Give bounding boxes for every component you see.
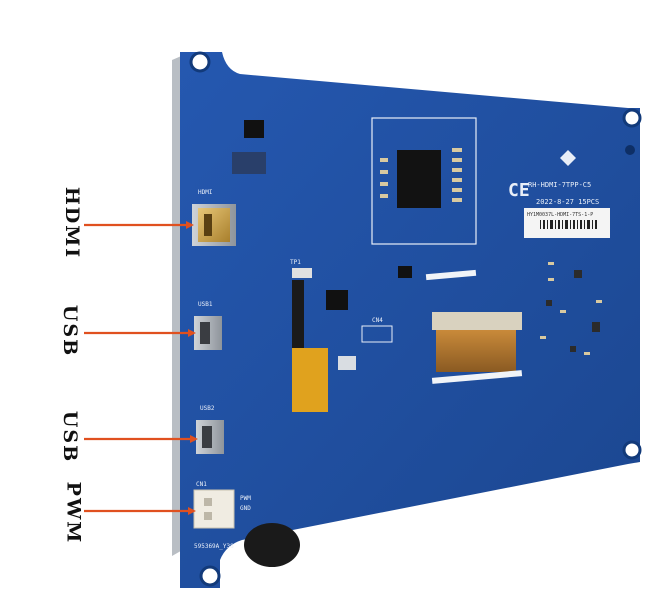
usb1-silk-label: USB1 [198, 301, 213, 308]
usb1-label: USB [59, 304, 82, 358]
right-smd-pads [540, 262, 602, 355]
usb2-silk-label: USB2 [200, 405, 215, 412]
silk-bar-bottom [431, 370, 523, 384]
ce-mark: CE [508, 180, 530, 201]
date-code: 2022-8-27 15PCS [536, 198, 599, 206]
fpc-connector [432, 312, 522, 330]
right-smd-cluster [546, 270, 600, 352]
smd-column-left [380, 158, 388, 198]
board-code: RH-HDMI-7TPP-C5 [528, 181, 591, 189]
cn1-label: CN1 [196, 481, 207, 488]
barcode-bars [540, 220, 597, 229]
callout-arrows [84, 221, 198, 515]
tp1-pad [292, 268, 312, 278]
silk-bar-top [425, 269, 477, 281]
pwm-connector [193, 489, 235, 529]
pwm-label: PWM [62, 481, 85, 545]
pcb-board [180, 52, 640, 588]
hdmi-label: HDMI [61, 186, 84, 260]
hdmi-port-gold [198, 208, 230, 242]
usb2-port-slot [202, 426, 212, 448]
logo-mark [560, 150, 576, 166]
ribbon-cable [292, 280, 304, 350]
hdmi-silk-label: HDMI [198, 189, 213, 196]
barcode-text: HY1M0037L-HDMI-7TS-1-P [527, 212, 593, 218]
main-controller-ic [397, 150, 441, 208]
battery-cell [244, 523, 300, 567]
regulator-ic [326, 290, 348, 310]
mount-hole-top-right [622, 108, 642, 128]
mount-hole-mid-right [625, 145, 635, 155]
usb1-port-slot [200, 322, 210, 344]
usb2-label: USB [59, 410, 82, 464]
ic-outline [371, 117, 477, 245]
mount-hole-top-left [189, 51, 211, 73]
ic-eeprom [244, 120, 264, 138]
kapton-pad [292, 348, 328, 412]
gnd-pin-label: GND [240, 505, 251, 512]
hdmi-port-slot [204, 214, 212, 236]
tp1-label: TP1 [290, 259, 301, 266]
pwm-pin-label: PWM [240, 495, 251, 502]
pwm-connector-pin-2 [204, 512, 212, 520]
smd-column-right [452, 148, 462, 202]
fpc-ribbon [436, 330, 516, 372]
smd-group-1 [232, 152, 266, 174]
pwm-connector-pin-1 [204, 498, 212, 506]
transistor-u2 [398, 266, 412, 278]
mount-hole-bottom-left [199, 565, 221, 587]
cn4-outline [361, 325, 393, 343]
crystal [338, 356, 356, 370]
cn4-label: CN4 [372, 317, 383, 324]
mount-hole-bottom-right [622, 440, 642, 460]
bottom-code: 595369A_Y38 [194, 543, 234, 550]
